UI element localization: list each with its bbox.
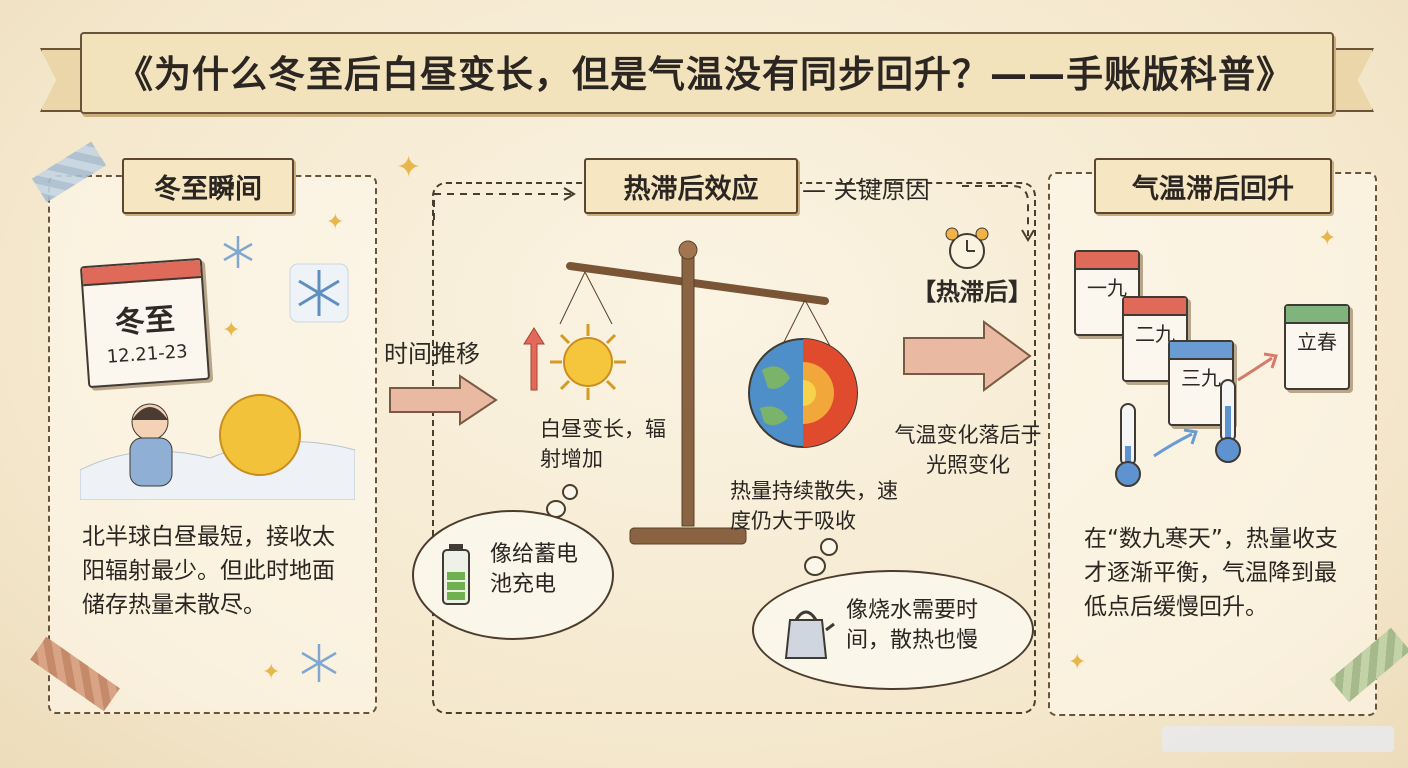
arrow-icon [1237,352,1278,382]
kettle-icon [784,610,835,659]
star-icon: ✦ [262,660,281,685]
battery-icon [442,544,470,605]
left-pan-text: 白昼变长，辐射增加 [540,417,666,471]
dashed-flow-arrow [433,185,1035,242]
sun-icon [219,394,301,476]
up-arrow-icon [523,327,545,391]
earth-icon [748,338,858,448]
watermark-bar [1162,726,1394,752]
star-icon: ✦ [222,318,241,343]
child-figure [129,403,173,487]
page-title: 《为什么冬至后白昼变长，但是气温没有同步回升？——手账版科普》 [116,53,1294,96]
calendar-icon: 二九 [1122,296,1188,382]
cloud-kettle-text: 像烧水需要时间，散热也慢 [846,598,979,653]
star-icon: ✦ [1068,650,1087,675]
heading-suffix: — 关键原因 [802,176,930,204]
right-pan-text: 热量持续散失，速度仍大于吸收 [730,479,898,533]
heading-winter-solstice: 冬至瞬间 [122,158,294,214]
thought-dot [562,484,578,500]
lag-text: 气温变化落后于光照变化 [894,423,1042,477]
winter-solstice-description: 北半球白昼最短，接收太阳辐射最少。但此时地面储存热量未散尽。 [82,524,335,618]
calendar-title: 冬至 [113,301,177,342]
cloud-battery-text: 像给蓄电池充电 [490,542,579,597]
thermometer-icon [1115,403,1141,487]
thought-dot [820,538,838,556]
thermometer-icon [1215,379,1241,463]
thought-dot [804,556,826,576]
snowflake-icon [289,263,349,323]
arrow-icon [1153,428,1198,458]
star-icon: ✦ [1318,226,1337,251]
calendar-icon: 冬至 12.21-23 [79,257,211,389]
calendar-label: 立春 [1297,330,1337,354]
calendar-label: 三九 [1181,366,1221,390]
balance-scale-icon [559,240,831,545]
calendar-label: 一九 [1087,276,1127,300]
calendar-date: 12.21-23 [106,341,189,368]
heading-thermal-lag: 热滞后效应 [584,158,798,214]
alarm-clock-icon [945,227,989,269]
sun-icon [550,324,626,400]
arrow-icon [389,374,498,426]
arrow-icon [903,320,1032,392]
time-passage-label: 时间推移 [384,340,480,368]
calendar-icon: 立春 [1284,304,1350,390]
title-banner [80,32,1334,114]
star-icon: ✦ [396,150,422,185]
temperature-lag-description: 在“数九寒天”，热量收支才逐渐平衡，气温降到最低点后缓慢回升。 [1084,526,1338,620]
snowflake-icon [301,644,337,682]
snowflake-icon [223,236,253,268]
snow-scene [80,394,355,500]
star-icon: ✦ [326,210,345,235]
thermal-lag-tag: 【热滞后】 [912,278,1032,306]
heading-temperature-lag: 气温滞后回升 [1094,158,1332,214]
